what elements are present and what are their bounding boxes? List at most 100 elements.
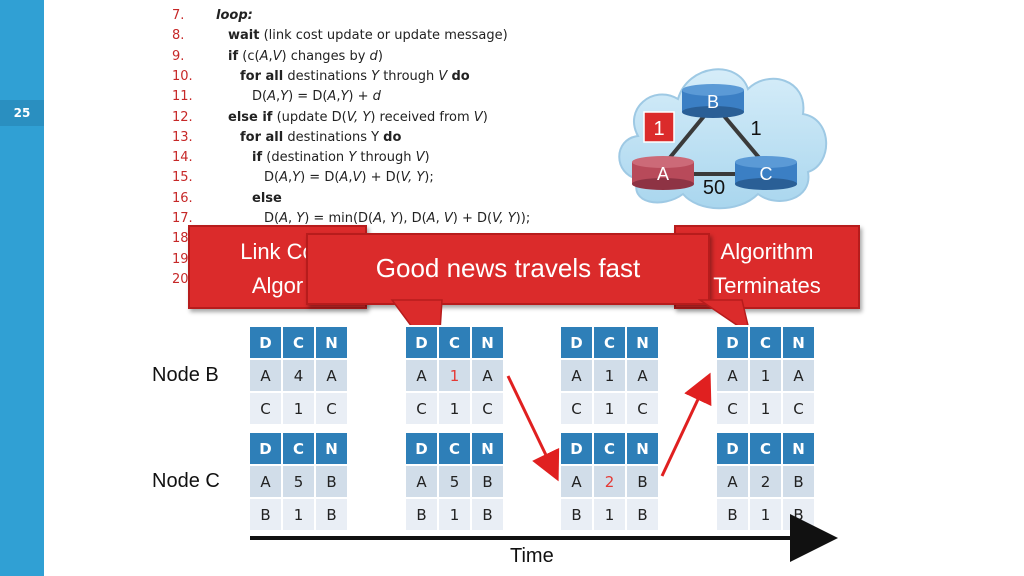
node-b-label: Node B bbox=[152, 364, 219, 386]
table-header-cell: D bbox=[559, 325, 594, 360]
table-cell: A bbox=[559, 358, 594, 393]
table-cell: 1 bbox=[437, 358, 472, 393]
code-line: 13.for all destinations Y do bbox=[172, 130, 401, 150]
table-header-cell: D bbox=[404, 431, 439, 466]
code-line: 20 bbox=[172, 272, 216, 292]
table-cell: A bbox=[715, 358, 750, 393]
callout-right-line1: Algorithm bbox=[720, 239, 814, 264]
table-cell: C bbox=[404, 391, 439, 426]
table-cell: B bbox=[470, 497, 505, 532]
line-number: 13. bbox=[172, 129, 193, 145]
code-line: 10.for all destinations Y through V do bbox=[172, 69, 470, 89]
line-number: 15. bbox=[172, 170, 193, 186]
table-header-cell: C bbox=[748, 431, 783, 466]
code-text: D(A, Y) = min(D(A, Y), D(A, V) + D(V, Y)… bbox=[264, 211, 531, 226]
table-cell: B bbox=[715, 497, 750, 532]
code-line: 7. loop: bbox=[172, 8, 253, 28]
table-cell: 1 bbox=[748, 391, 783, 426]
table-header-cell: N bbox=[781, 325, 816, 360]
table-cell: 1 bbox=[748, 497, 783, 532]
table-cell: 5 bbox=[281, 464, 316, 499]
table-cell: A bbox=[404, 358, 439, 393]
code-text: for all destinations Y through V do bbox=[240, 68, 470, 84]
router-c: C bbox=[735, 156, 797, 190]
table-cell: A bbox=[470, 358, 505, 393]
table-header-cell: C bbox=[592, 325, 627, 360]
code-line: 18 bbox=[172, 231, 216, 251]
code-text: loop: bbox=[216, 8, 253, 23]
code-line: 17. D(A, Y) = min(D(A, Y), D(A, V) + D(V,… bbox=[172, 211, 530, 231]
time-label: Time bbox=[510, 545, 554, 567]
update-arrow-c-to-b bbox=[660, 372, 712, 477]
table-header-cell: D bbox=[404, 325, 439, 360]
router-c-label: C bbox=[760, 164, 773, 184]
table-cell: A bbox=[559, 464, 594, 499]
table-header-cell: C bbox=[281, 325, 316, 360]
router-b-label: B bbox=[707, 92, 719, 112]
table-cell: A bbox=[248, 358, 283, 393]
line-number: 18 bbox=[172, 231, 189, 247]
router-a: A bbox=[632, 156, 694, 190]
router-a-label: A bbox=[657, 164, 669, 184]
table-cell: B bbox=[404, 497, 439, 532]
table-cell: A bbox=[715, 464, 750, 499]
line-number: 11. bbox=[172, 89, 193, 105]
table-header-cell: N bbox=[470, 431, 505, 466]
line-number: 19 bbox=[172, 251, 189, 267]
table-cell: B bbox=[314, 497, 349, 532]
table-cell: A bbox=[625, 358, 660, 393]
code-line: 11.D(A,Y) = D(A,Y) + d bbox=[172, 89, 381, 109]
table-cell: 2 bbox=[748, 464, 783, 499]
table-cell: B bbox=[625, 464, 660, 499]
table-header-cell: N bbox=[314, 431, 349, 466]
table-cell: 4 bbox=[281, 358, 316, 393]
table-header-cell: C bbox=[437, 325, 472, 360]
callout-center-text: Good news travels fast bbox=[375, 253, 641, 283]
callout-good-news: Good news travels fast bbox=[306, 233, 710, 305]
line-number: 17. bbox=[172, 211, 193, 226]
update-arrow-b-to-c bbox=[506, 375, 560, 482]
table-header-cell: N bbox=[625, 431, 660, 466]
table-cell: 1 bbox=[592, 497, 627, 532]
table-header-cell: N bbox=[625, 325, 660, 360]
code-text: else if (update D(V, Y) received from V) bbox=[228, 109, 488, 125]
table-cell: C bbox=[559, 391, 594, 426]
network-diagram: B A C 1 1 50 bbox=[618, 68, 828, 210]
link-ab-cost-box bbox=[643, 111, 675, 143]
link-ab-cost: 1 bbox=[653, 118, 664, 140]
table-cell: C bbox=[248, 391, 283, 426]
table-cell: C bbox=[314, 391, 349, 426]
code-text: D(A,Y) = D(A,V) + D(V, Y); bbox=[264, 170, 434, 186]
node-c-label: Node C bbox=[152, 470, 220, 492]
table-cell: C bbox=[625, 391, 660, 426]
table-cell: B bbox=[248, 497, 283, 532]
table-cell: 5 bbox=[437, 464, 472, 499]
table-header-cell: D bbox=[715, 431, 750, 466]
line-number: 14. bbox=[172, 150, 193, 166]
table-cell: 1 bbox=[437, 391, 472, 426]
table-cell: 1 bbox=[437, 497, 472, 532]
code-line: 15. D(A,Y) = D(A,V) + D(V, Y); bbox=[172, 170, 434, 190]
table-header-cell: C bbox=[748, 325, 783, 360]
table-cell: B bbox=[314, 464, 349, 499]
line-number: 7. bbox=[172, 8, 185, 23]
table-header-cell: N bbox=[470, 325, 505, 360]
router-b: B bbox=[682, 84, 744, 118]
table-header-cell: N bbox=[781, 431, 816, 466]
